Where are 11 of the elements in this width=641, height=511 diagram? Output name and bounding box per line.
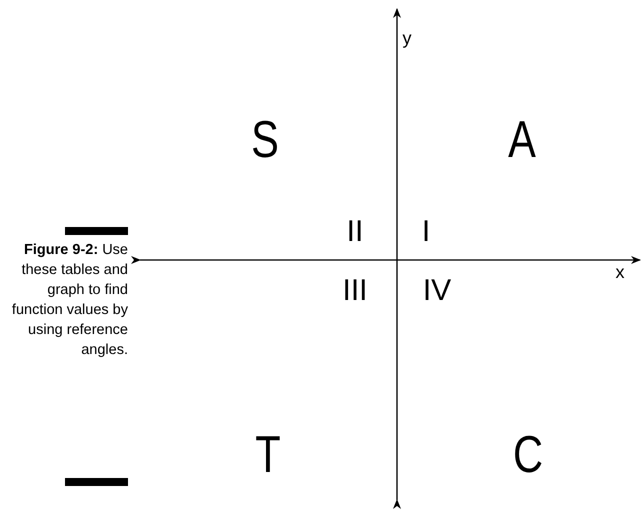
axis-label: y — [402, 29, 412, 47]
quadrant-letter: S — [251, 114, 279, 166]
quadrant-letter: A — [508, 114, 536, 166]
quadrant-letter: T — [255, 429, 281, 481]
figure-caption: Figure 9-2: Use these tables and graph to find function values by using reference angles. — [10, 241, 128, 360]
quadrant-numeral: III — [342, 276, 368, 306]
quadrant-numeral: I — [422, 217, 430, 247]
quadrant-letter: C — [512, 429, 544, 481]
quadrant-numeral: IV — [422, 276, 452, 306]
axis-label: x — [616, 263, 624, 281]
quadrant-numeral: II — [346, 217, 364, 247]
